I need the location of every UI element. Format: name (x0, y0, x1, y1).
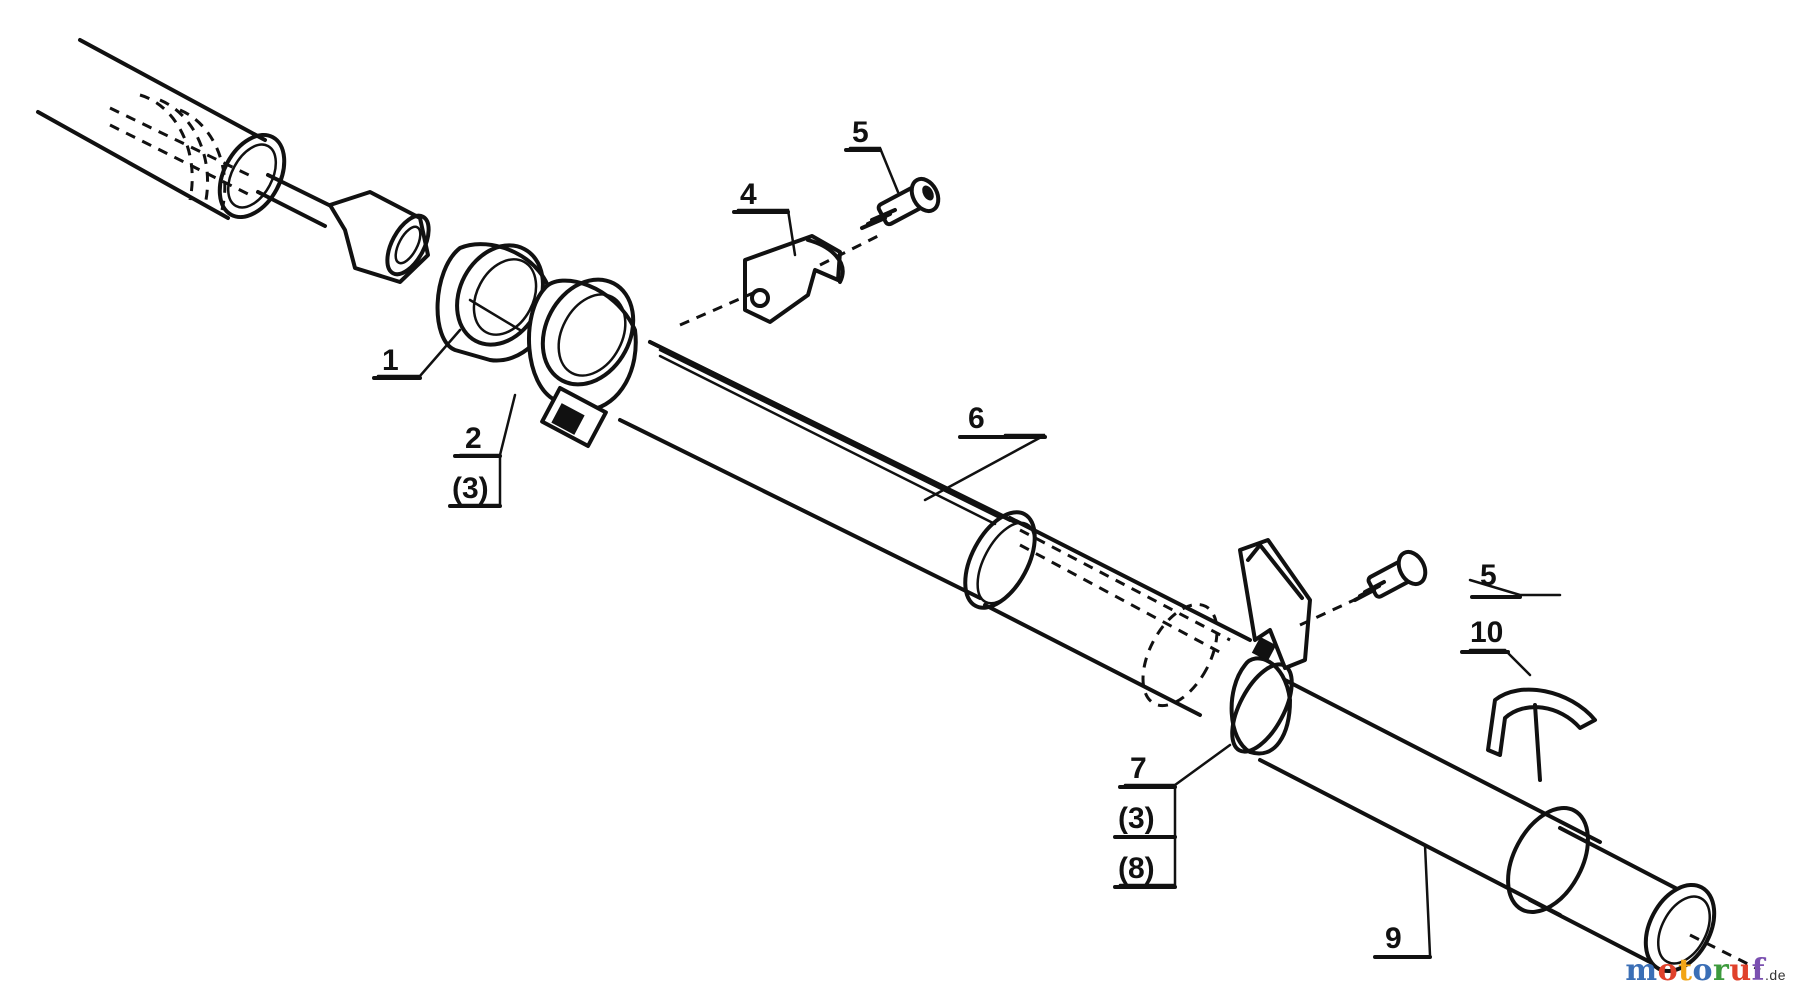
callout-4: 4 (740, 178, 757, 211)
part-10-clip (1486, 687, 1597, 782)
callout-5-top: 5 (852, 116, 869, 149)
watermark-letter-5: u (1729, 953, 1752, 988)
watermark-letter-0: m (1625, 953, 1658, 988)
watermark-letter-1: o (1657, 953, 1679, 988)
part-7-clamp (1229, 538, 1312, 756)
callout-7-sub-3: (3) (1118, 802, 1155, 835)
callout-1: 1 (382, 344, 399, 377)
callout-5-lower: 5 (1480, 559, 1497, 592)
assembly-line-top (679, 233, 881, 327)
leader-lines (376, 146, 1562, 957)
motoruf-watermark: motoruf.de (1625, 953, 1786, 988)
part-5-screw-top (860, 176, 941, 230)
callout-2: 2 (465, 422, 482, 455)
watermark-letter-3: o (1692, 953, 1713, 988)
watermark-letter-6: f (1751, 953, 1766, 988)
watermark-letter-4: r (1713, 953, 1730, 988)
callout-2-sub: (3) (452, 472, 489, 505)
part-1-ring (435, 242, 554, 363)
callout-10: 10 (1470, 616, 1503, 649)
part-9-lower-tube (1258, 678, 1761, 973)
watermark-letter-2: t (1678, 953, 1693, 988)
callout-7: 7 (1130, 752, 1147, 785)
part-2-clamp (527, 277, 638, 448)
main-tube (618, 340, 1252, 717)
callout-9: 9 (1385, 922, 1402, 955)
part-5-screw-lower (1353, 549, 1428, 602)
callout-labels: 1 2 (3) 4 5 6 5 10 7 (3) (8) 9 (372, 116, 1522, 959)
upper-shaft-assembly (36, 38, 431, 284)
callout-6: 6 (968, 402, 985, 435)
watermark-suffix: .de (1765, 967, 1786, 983)
assembly-line-lower (1299, 593, 1366, 627)
callout-7-sub-8: (8) (1118, 852, 1155, 885)
